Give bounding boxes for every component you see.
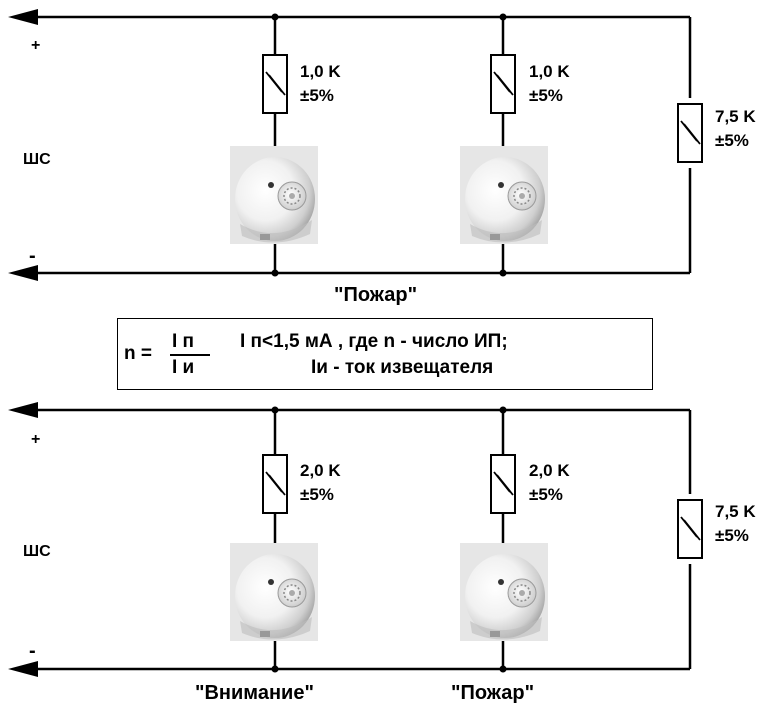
resistor-icon xyxy=(677,499,703,559)
state-label-fire: "Пожар" xyxy=(334,284,417,306)
junction-dot xyxy=(499,406,507,414)
resistor-tolerance: ±5% xyxy=(529,86,563,105)
arrow-left-icon xyxy=(8,265,38,281)
arrow-left-icon xyxy=(8,402,38,418)
smoke-detector-icon xyxy=(459,145,549,245)
formula-lhs: n = xyxy=(124,343,152,364)
resistor-icon xyxy=(262,454,288,514)
resistor-value: 2,0 K xyxy=(300,461,341,480)
resistor-value: 1,0 K xyxy=(300,62,341,81)
resistor-tolerance: ±5% xyxy=(715,131,749,150)
smoke-detector-icon xyxy=(229,542,319,642)
resistor-tolerance: ±5% xyxy=(529,485,563,504)
plus-label: + xyxy=(31,37,40,54)
resistor-value: 1,0 K xyxy=(529,62,570,81)
state-label-fire: "Пожар" xyxy=(451,682,534,704)
resistor-icon xyxy=(677,103,703,163)
resistor-tolerance: ±5% xyxy=(300,86,334,105)
fraction-bar xyxy=(170,354,210,356)
junction-dot xyxy=(271,665,279,673)
resistor-tolerance: ±5% xyxy=(715,526,749,545)
junction-dot xyxy=(499,269,507,277)
resistor-value: 7,5 K xyxy=(715,107,756,126)
junction-dot xyxy=(499,13,507,21)
junction-dot xyxy=(499,665,507,673)
resistor-tolerance: ±5% xyxy=(300,485,334,504)
top-circuit: + - ШС 1,0 K ±5% 1,0 K ±5% 7,5 K ±5% "По… xyxy=(8,9,756,306)
formula-box xyxy=(117,318,653,390)
arrow-left-icon xyxy=(8,661,38,677)
resistor-value: 2,0 K xyxy=(529,461,570,480)
state-label-attention: "Внимание" xyxy=(195,682,314,704)
arrow-left-icon xyxy=(8,9,38,25)
formula-numerator: I п xyxy=(172,331,195,352)
loop-label: ШС xyxy=(23,543,51,560)
smoke-detector-icon xyxy=(459,542,549,642)
bottom-circuit: + - ШС 2,0 K ±5% 2,0 K ±5% 7,5 K ±5% "Вн… xyxy=(8,402,756,704)
loop-label: ШС xyxy=(23,151,51,168)
smoke-detector-icon xyxy=(229,145,319,245)
junction-dot xyxy=(271,269,279,277)
plus-label: + xyxy=(31,431,40,448)
minus-label: - xyxy=(29,640,36,662)
junction-dot xyxy=(271,406,279,414)
resistor-icon xyxy=(262,54,288,114)
resistor-value: 7,5 K xyxy=(715,502,756,521)
formula-condition: I п<1,5 мА , где n - число ИП; xyxy=(240,331,508,352)
formula-denominator: I и xyxy=(172,357,195,378)
junction-dot xyxy=(271,13,279,21)
resistor-icon xyxy=(490,54,516,114)
minus-label: - xyxy=(29,245,36,267)
formula-definition: Iи - ток извещателя xyxy=(311,357,494,378)
resistor-icon xyxy=(490,454,516,514)
